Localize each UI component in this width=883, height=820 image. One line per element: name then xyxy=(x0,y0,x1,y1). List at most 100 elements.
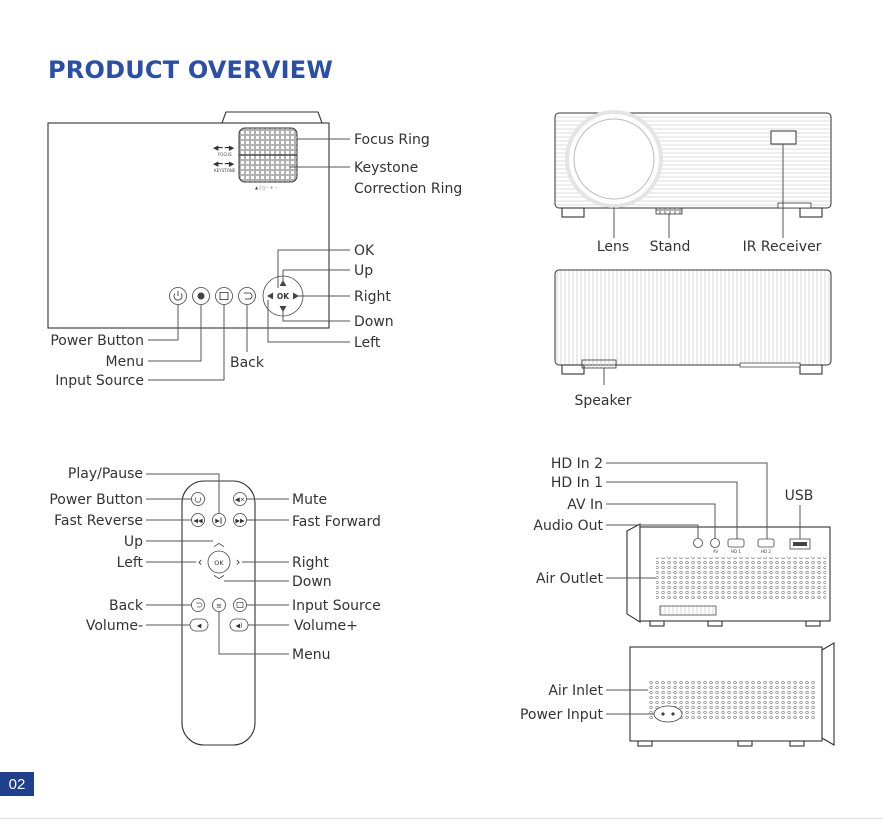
av-in-port xyxy=(710,538,720,548)
remote-power-icon xyxy=(194,497,202,503)
top-menu-button[interactable] xyxy=(192,287,210,305)
remote-fast-reverse-button[interactable]: ◀◀ xyxy=(191,513,205,527)
keystone-hint-icon: ▲ | ◻ – + – xyxy=(255,185,276,190)
callout-input-source: Input Source xyxy=(55,373,144,389)
callout-speaker: Speaker xyxy=(575,393,632,409)
side-lens-profile xyxy=(626,523,641,623)
fast-reverse-icon: ◀◀ xyxy=(193,518,203,525)
volume-plus-icon: ◀) xyxy=(236,623,243,630)
keystone-arrows-icon: ◀━ ━▶ xyxy=(213,160,235,168)
remote-menu-button[interactable]: ≡ xyxy=(212,598,226,612)
callout-right: Right xyxy=(354,289,391,305)
remote-power-button[interactable] xyxy=(191,492,205,506)
callout-av-in: AV In xyxy=(567,497,603,513)
remote-dpad[interactable]: ︿ ﹀ ‹ › OK xyxy=(198,536,241,587)
top-power-button[interactable] xyxy=(169,287,187,305)
remote-fast-forward-button[interactable]: ▶▶ xyxy=(233,513,247,527)
projector-side-view-ports: AV HD 1 HD 2 HD In 2 HD In 1 AV In Audio… xyxy=(533,456,831,627)
remote-mute-button[interactable]: ◀× xyxy=(233,492,247,506)
callout-back: Back xyxy=(230,355,265,371)
callout-remote-power-button: Power Button xyxy=(49,492,143,508)
fast-forward-icon: ▶▶ xyxy=(235,518,245,525)
remote-down-chevron-icon: ﹀ xyxy=(214,574,225,587)
remote-menu-icon: ≡ xyxy=(216,602,222,610)
remote-input-source-button[interactable] xyxy=(233,598,247,612)
remote-ok-key-label: OK xyxy=(214,559,224,567)
callout-air-inlet: Air Inlet xyxy=(548,683,603,699)
callout-power-input: Power Input xyxy=(520,707,604,723)
remote-up-chevron-icon: ︿ xyxy=(214,536,225,549)
rear-left-foot xyxy=(561,364,585,375)
hd-in-1-port xyxy=(727,538,745,548)
callout-play-pause: Play/Pause xyxy=(68,466,143,482)
inlet-side-lens-profile xyxy=(821,642,835,746)
page-title: PRODUCT OVERVIEW xyxy=(48,56,334,84)
keystone-label: KEYSTONE xyxy=(214,168,236,173)
side-foot-1 xyxy=(649,620,665,627)
hd-in-2-port xyxy=(757,538,775,548)
remote-ok-button xyxy=(207,550,231,574)
air-outlet-grille xyxy=(656,557,826,599)
front-left-foot xyxy=(561,207,585,218)
remote-left-chevron-icon: ‹ xyxy=(198,555,203,569)
front-trim xyxy=(777,202,812,209)
callout-stand: Stand xyxy=(650,239,691,255)
rear-right-foot xyxy=(799,364,823,375)
lens xyxy=(573,118,655,200)
callout-fast-reverse: Fast Reverse xyxy=(54,513,143,529)
top-ok-key-label: OK xyxy=(277,292,290,301)
usb-port-tongue xyxy=(793,542,807,546)
power-pin-2 xyxy=(671,712,675,716)
side-foot-3 xyxy=(805,620,821,627)
callout-keystone-line2: Correction Ring xyxy=(354,181,462,197)
mute-icon: ◀× xyxy=(235,496,245,504)
side-foot-2 xyxy=(707,620,723,627)
dpad-down-arrow-icon xyxy=(279,306,287,312)
remote-control: ▶‖ ◀× ◀◀ ▶▶ ︿ ﹀ ‹ › OK ≡ xyxy=(49,466,381,746)
top-lens-cap xyxy=(221,111,323,124)
callout-remote-menu: Menu xyxy=(292,647,330,663)
inlet-foot-2 xyxy=(737,740,753,747)
callout-lens: Lens xyxy=(597,239,629,255)
callout-hd-in-1: HD In 1 xyxy=(551,475,603,491)
projector-side-view-inlet: Air Inlet Power Input xyxy=(520,642,835,747)
callout-focus-ring: Focus Ring xyxy=(354,132,430,148)
callout-volume-minus: Volume- xyxy=(86,618,143,634)
remote-input-source-icon xyxy=(236,602,244,608)
volume-minus-icon: ◀ xyxy=(197,623,202,630)
callout-power-button: Power Button xyxy=(50,333,144,349)
callout-left: Left xyxy=(354,335,381,351)
projector-front-view: Lens Stand IR Receiver xyxy=(554,110,832,255)
callout-air-outlet: Air Outlet xyxy=(536,571,604,587)
play-pause-icon: ▶‖ xyxy=(215,518,223,525)
callout-usb: USB xyxy=(785,488,814,504)
ir-receiver xyxy=(770,130,797,145)
back-icon xyxy=(244,292,253,300)
port-label-hd2: HD 2 xyxy=(761,549,771,554)
callout-audio-out: Audio Out xyxy=(533,518,603,534)
callout-remote-right: Right xyxy=(292,555,329,571)
remote-play-pause-button[interactable]: ▶‖ xyxy=(212,513,226,527)
callout-remote-left: Left xyxy=(117,555,144,571)
callout-keystone-line1: Keystone xyxy=(354,160,418,176)
callout-mute: Mute xyxy=(292,492,327,508)
callout-remote-up: Up xyxy=(124,534,143,550)
callout-menu: Menu xyxy=(106,354,144,370)
rear-trim xyxy=(739,362,801,368)
top-input-source-button[interactable] xyxy=(215,287,233,305)
callout-remote-input-source: Input Source xyxy=(292,598,381,614)
callout-fast-forward: Fast Forward xyxy=(292,514,381,530)
inlet-foot-1 xyxy=(637,740,653,747)
rear-speaker-grille xyxy=(581,359,617,369)
remote-back-button[interactable] xyxy=(191,598,205,612)
front-stand xyxy=(655,207,683,215)
remote-back-icon xyxy=(196,602,203,608)
callout-down: Down xyxy=(354,314,394,330)
audio-out-port xyxy=(693,538,703,548)
callout-remote-down: Down xyxy=(292,574,332,590)
focus-arrows-icon: ◀━ ━▶ xyxy=(213,144,235,152)
dpad-left-arrow-icon xyxy=(267,292,273,300)
remote-right-chevron-icon: › xyxy=(236,555,241,569)
top-back-button[interactable] xyxy=(238,287,256,305)
power-input-socket xyxy=(653,705,683,723)
